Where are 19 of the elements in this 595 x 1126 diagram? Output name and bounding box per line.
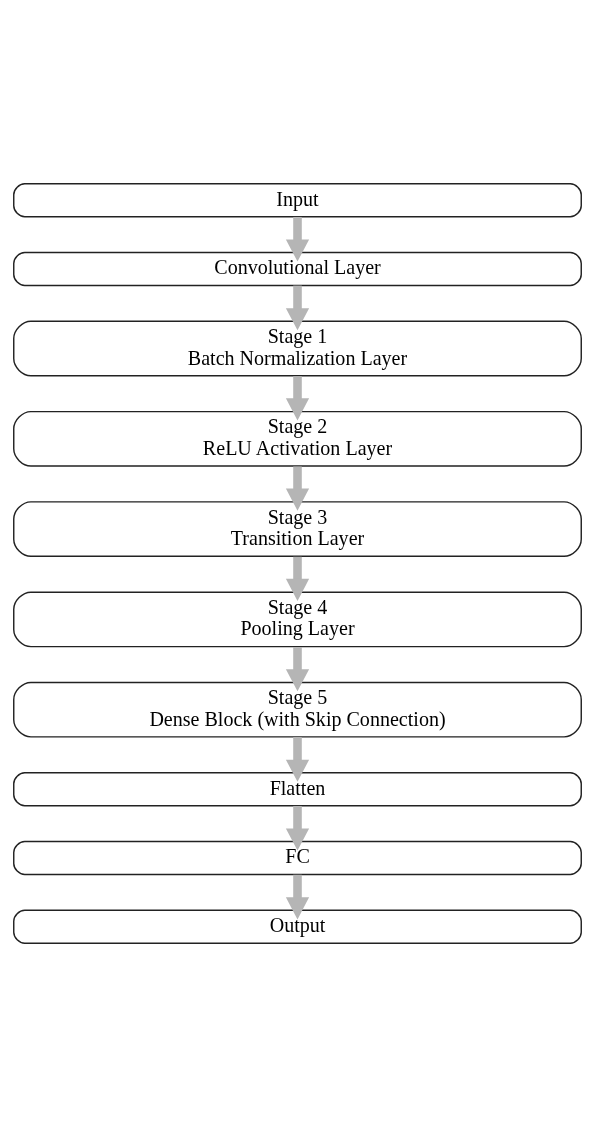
node-box: FC [13, 840, 582, 875]
arrow [285, 285, 310, 330]
node-box: Stage 5 Dense Block (with Skip Connection) [13, 681, 582, 738]
arrow [285, 556, 310, 601]
arrow [285, 375, 310, 420]
arrow [285, 216, 310, 262]
node-box: Input [13, 182, 582, 217]
arrow [285, 805, 310, 851]
arrow [285, 646, 310, 691]
arrow [285, 466, 310, 511]
node-box: Flatten [13, 771, 582, 806]
arrow [285, 874, 310, 919]
node-box: Output [13, 909, 582, 944]
node-box: Stage 1 Batch Normalization Layer [13, 320, 582, 376]
node-box: Stage 4 Pooling Layer [13, 590, 582, 647]
arrow [285, 736, 310, 782]
node-box: Convolutional Layer [13, 251, 582, 286]
node-box: Stage 2 ReLU Activation Layer [13, 410, 582, 467]
node-box: Stage 3 Transition Layer [13, 500, 582, 557]
